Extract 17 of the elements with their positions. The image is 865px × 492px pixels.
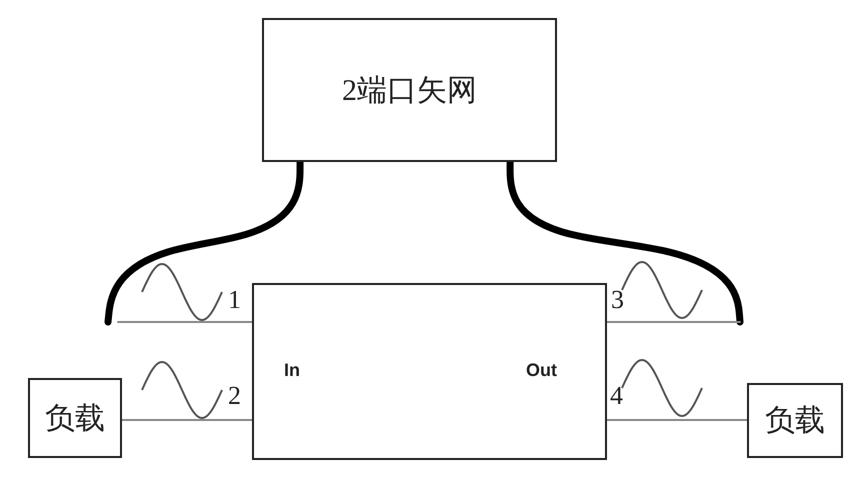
connector-line (117, 320, 253, 323)
node-label: 2端口矢网 (341, 72, 478, 108)
port-label: In (284, 360, 300, 381)
load-box (747, 383, 843, 458)
port-number: 4 (610, 381, 623, 411)
port-number: 2 (228, 381, 241, 411)
connector-line (606, 320, 741, 323)
node-label: 负载 (44, 400, 106, 436)
connector-line (606, 418, 748, 421)
port-number: 1 (228, 285, 241, 315)
node-label: 负载 (764, 403, 826, 439)
connector-line (121, 419, 253, 421)
device-box (252, 283, 607, 460)
load-box (28, 378, 122, 458)
port-label: Out (526, 360, 557, 381)
port-number: 3 (611, 285, 624, 315)
analyzer-box (262, 18, 557, 162)
